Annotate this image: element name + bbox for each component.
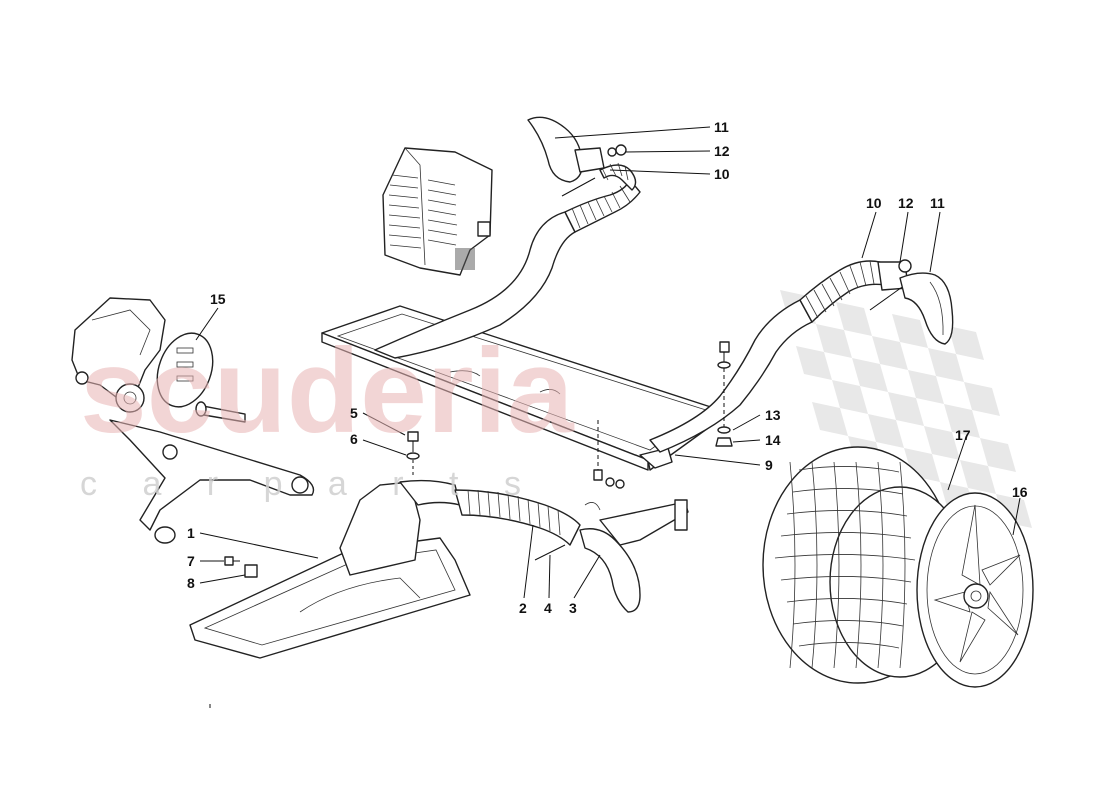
watermark-brand: scuderia — [80, 324, 575, 458]
callout-10-right: 10 — [866, 195, 882, 211]
tread-groove — [786, 510, 908, 517]
watermark-subtitle: c a r p a r t s — [80, 465, 539, 503]
tread-groove — [789, 461, 796, 669]
tread-groove — [833, 461, 840, 669]
callout-9: 9 — [765, 457, 773, 473]
tread-groove — [798, 466, 900, 473]
left-air-duct — [374, 162, 641, 359]
right-air-duct — [649, 259, 912, 453]
flag-square — [892, 314, 928, 348]
hub-disc-plate — [156, 332, 246, 423]
flag-square — [960, 460, 996, 494]
callout-13: 13 — [765, 407, 781, 423]
flag-square — [908, 370, 944, 404]
tread-groove — [899, 461, 906, 669]
callout-15: 15 — [210, 291, 226, 307]
left-floor-undertray — [189, 479, 471, 659]
flag-square — [868, 414, 904, 448]
tread-groove — [792, 488, 904, 495]
engine-cover-grille — [382, 147, 493, 276]
flag-square — [816, 324, 852, 358]
flag-square — [832, 380, 868, 414]
tread-groove — [798, 642, 900, 649]
callout-8: 8 — [187, 575, 195, 591]
lower-control-arm — [109, 419, 315, 544]
callout-11-top: 11 — [714, 119, 729, 135]
tray-fasteners-right — [715, 341, 733, 447]
flag-square — [836, 302, 872, 336]
callout-11-right: 11 — [930, 195, 945, 211]
callout-labels: 11 12 10 10 12 11 15 5 6 13 14 9 17 16 1… — [187, 119, 1028, 616]
flag-square — [944, 404, 980, 438]
callout-5: 5 — [350, 405, 358, 421]
tread-groove — [811, 461, 818, 669]
tread-groove — [786, 598, 908, 605]
callout-14: 14 — [765, 432, 781, 448]
callout-6: 6 — [350, 431, 358, 447]
callout-1: 1 — [187, 525, 195, 541]
leader-lines — [195, 126, 1021, 599]
upper-left-intake-scoop — [527, 116, 627, 197]
callout-3: 3 — [569, 600, 577, 616]
flag-square — [924, 426, 960, 460]
rear-wheel-and-tyre — [762, 446, 1034, 688]
bolt-7-clip-8 — [224, 556, 258, 578]
tread-groove — [792, 620, 904, 627]
tread-groove — [774, 554, 916, 561]
callout-12-top: 12 — [714, 143, 730, 159]
bolt-5-washer-6 — [406, 431, 420, 478]
lower-intake-and-bracket — [579, 477, 689, 613]
callout-4: 4 — [544, 600, 552, 616]
tray-bolt-center — [593, 420, 603, 481]
callout-16: 16 — [1012, 484, 1028, 500]
flag-square — [796, 346, 832, 380]
flag-square — [980, 438, 1016, 472]
front-hub-knuckle — [71, 297, 166, 413]
tread-groove — [780, 532, 912, 539]
callout-7: 7 — [187, 553, 195, 569]
flag-square — [888, 392, 924, 426]
tread-groove — [780, 576, 912, 583]
flag-square — [928, 348, 964, 382]
flag-square — [948, 326, 984, 360]
right-intake-scoop — [899, 272, 954, 345]
flag-square — [964, 382, 1000, 416]
tread-groove — [855, 461, 862, 669]
callout-2: 2 — [519, 600, 527, 616]
tread-groove — [877, 461, 884, 669]
lower-flexible-hose — [454, 489, 581, 561]
flag-square — [852, 358, 888, 392]
callout-17: 17 — [955, 427, 971, 443]
flag-square — [812, 402, 848, 436]
flag-square — [872, 336, 908, 370]
callout-10-top: 10 — [714, 166, 730, 182]
callout-12-right: 12 — [898, 195, 914, 211]
